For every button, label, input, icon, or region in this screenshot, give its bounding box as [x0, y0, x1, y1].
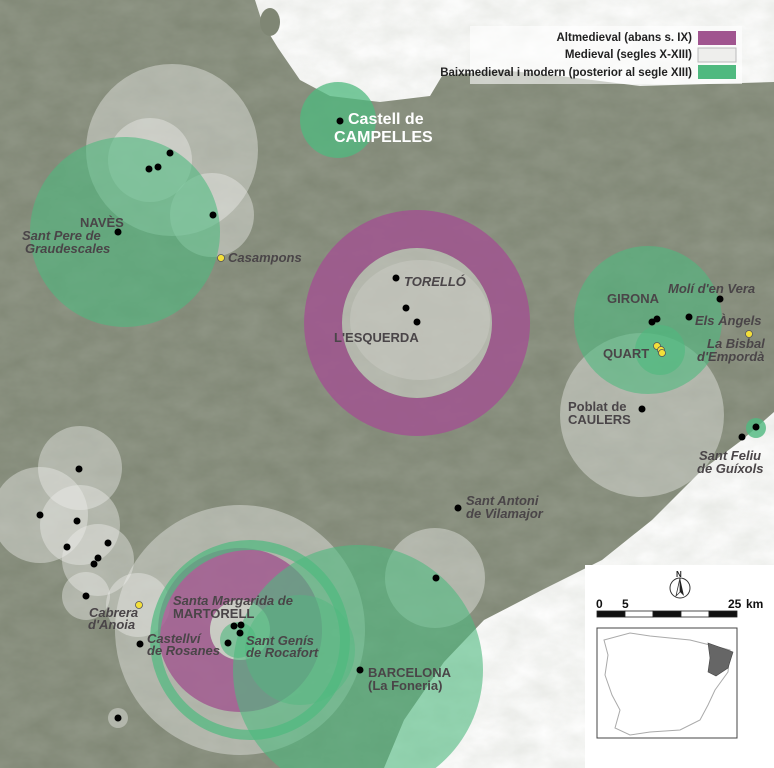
- legend: Altmedieval (abans s. IX) Medieval (segl…: [440, 26, 742, 84]
- label-martorell: MARTORELL: [173, 606, 254, 621]
- label-moli: Molí d'en Vera: [668, 281, 755, 296]
- label-naves: NAVÈS: [80, 215, 124, 230]
- label-sant-pere: Graudescales: [25, 241, 110, 256]
- torello-ring: [304, 210, 531, 436]
- label-martorell: Santa Margarida de: [173, 593, 293, 608]
- label-castellvi: Castellví: [147, 631, 202, 646]
- place-labels: Castell de CAMPELLES NAVÈS Sant Pere de …: [22, 111, 765, 693]
- legend-label: Altmedieval (abans s. IX): [557, 32, 693, 44]
- site-circle: [40, 485, 120, 565]
- label-angels: Els Àngels: [695, 313, 761, 328]
- label-sant-genis: Sant Genís: [246, 633, 314, 648]
- catalonia-highlight: [707, 642, 734, 677]
- north-arrow-icon: N: [669, 570, 691, 599]
- label-sant-genis: de Rocafort: [246, 645, 319, 660]
- site-circle: [574, 246, 722, 394]
- scale-tick: 0: [596, 597, 603, 611]
- label-sant-antoni: Sant Antoni: [466, 493, 539, 508]
- label-torello: TORELLÓ: [404, 274, 466, 289]
- label-caulers: CAULERS: [568, 412, 631, 427]
- label-barcelona: (La Foneria): [368, 678, 442, 693]
- label-castellvi: de Rosanes: [147, 643, 220, 658]
- label-cabrera: d'Anoia: [88, 617, 135, 632]
- label-sant-pere: Sant Pere de: [22, 228, 101, 243]
- legend-swatch: [697, 47, 737, 63]
- site-circle: [233, 545, 483, 768]
- site-points: [36, 117, 760, 722]
- scale-tick: 25: [728, 597, 742, 611]
- scale-tick: 5: [622, 597, 629, 611]
- inset-panel: N 0 5 25 km: [585, 565, 774, 768]
- legend-label: Medieval (segles X-XIII): [565, 49, 692, 61]
- label-caulers: Poblat de: [568, 399, 627, 414]
- legend-swatch: [698, 65, 736, 79]
- iberia-outline: [603, 632, 731, 736]
- site-circle: [30, 137, 220, 327]
- label-sant-feliu: de Guíxols: [697, 461, 763, 476]
- label-sant-feliu: Sant Feliu: [699, 448, 761, 463]
- legend-label: Baixmedieval i modern (posterior al segl…: [440, 67, 692, 79]
- label-campelles: Castell de: [348, 111, 424, 128]
- svg-text:N: N: [676, 570, 682, 579]
- label-bisbal: La Bisbal: [707, 336, 765, 351]
- island: [260, 8, 280, 36]
- label-barcelona: BARCELONA: [368, 665, 452, 680]
- site-circle: [0, 467, 88, 563]
- label-campelles: CAMPELLES: [334, 129, 433, 146]
- label-sant-antoni: de Vilamajor: [466, 506, 544, 521]
- scale-unit: km: [746, 597, 763, 611]
- legend-swatch: [698, 31, 736, 45]
- label-cabrera: Cabrera: [89, 605, 138, 620]
- label-bisbal: d'Empordà: [697, 349, 764, 364]
- label-esquerda: L'ESQUERDA: [334, 330, 419, 345]
- label-quart: QUART: [603, 346, 649, 361]
- label-girona: GIRONA: [607, 291, 660, 306]
- label-casampons: Casampons: [228, 250, 302, 265]
- scale-bar: [596, 610, 738, 618]
